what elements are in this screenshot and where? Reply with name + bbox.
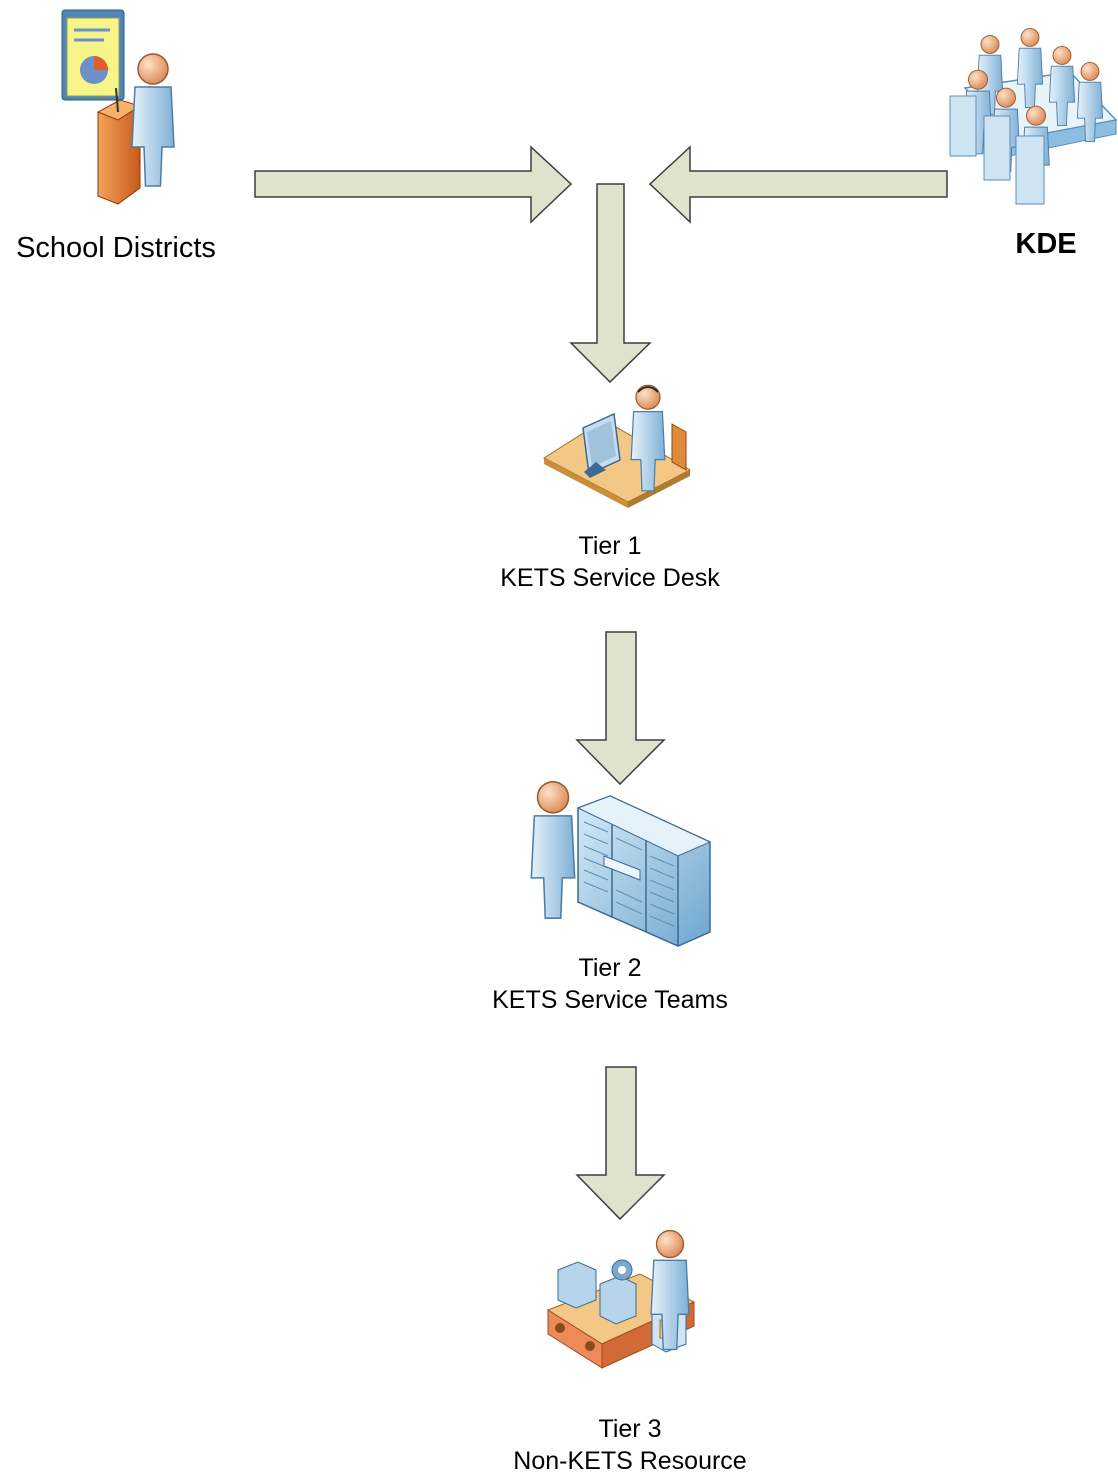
arrow-tier1-to-tier2 [575, 631, 666, 786]
tier1-label: Tier 1 KETS Service Desk [460, 530, 760, 594]
tier3-label: Tier 3 Non-KETS Resource [480, 1413, 780, 1477]
tier2-subtitle: KETS Service Teams [492, 986, 728, 1014]
arrow-school-districts-to-center [254, 145, 573, 224]
assembly-line-worker-icon [546, 1229, 696, 1369]
help-desk-operator-icon [543, 384, 692, 508]
school-districts-label: School Districts [16, 232, 216, 264]
meeting-table-group-icon [949, 27, 1118, 205]
server-rack-technician-icon [530, 781, 712, 947]
presenter-at-podium-icon [61, 9, 175, 205]
tier2-title: Tier 2 [578, 954, 642, 982]
tier3-title: Tier 3 [598, 1415, 662, 1443]
arrow-kde-to-center [648, 145, 948, 224]
tier2-label: Tier 2 KETS Service Teams [460, 952, 760, 1016]
tier1-subtitle: KETS Service Desk [500, 564, 720, 592]
tier1-title: Tier 1 [578, 532, 642, 560]
kde-label: KDE [1015, 228, 1077, 260]
arrow-center-to-tier1 [569, 183, 652, 384]
tier3-subtitle: Non-KETS Resource [513, 1447, 747, 1475]
arrow-tier2-to-tier3 [575, 1066, 666, 1221]
